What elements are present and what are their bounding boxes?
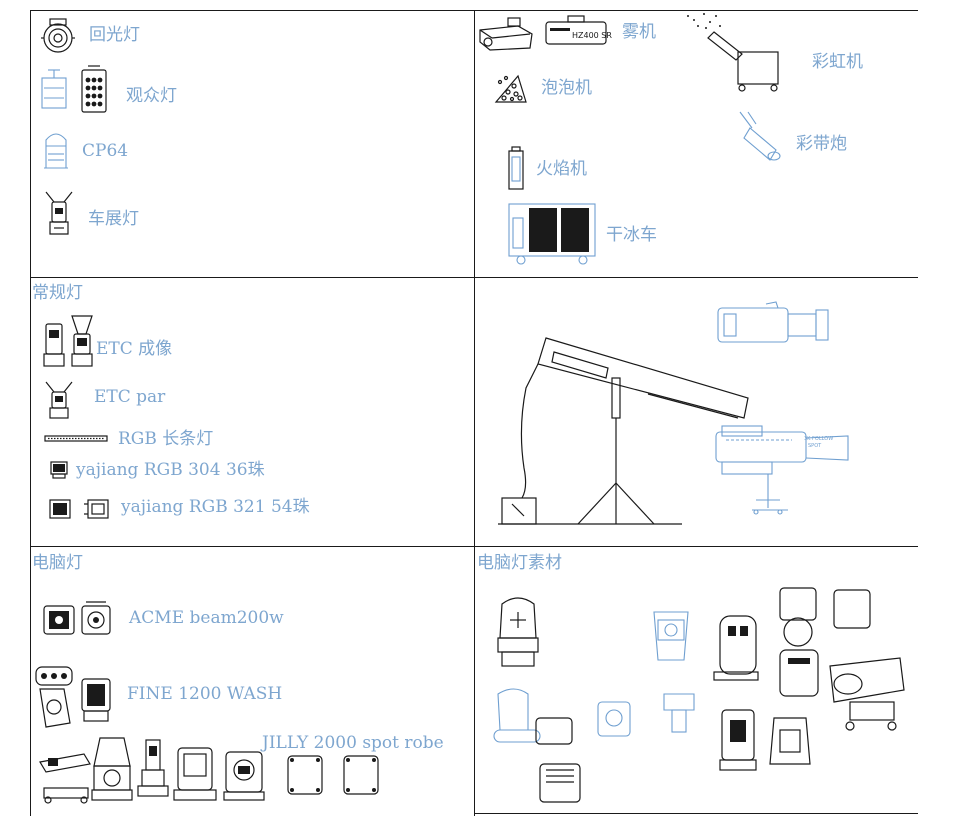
flame-machine-label: 火焰机 (536, 159, 587, 179)
moving-lights-title: 电脑灯 (32, 553, 83, 573)
fog-machine-label: 雾机 (622, 22, 656, 42)
grid-border-left (30, 10, 31, 816)
fog-machine-icon: HZ400 SR (478, 14, 612, 54)
moving-light-assets-drawing (488, 580, 908, 810)
wash-moving-head-label: FINE 1200 WASH (127, 684, 283, 704)
wash-moving-head-icon (32, 663, 116, 731)
led-wash-icon (48, 496, 112, 522)
dry-ice-machine-label: 干冰车 (606, 225, 657, 245)
led-par-icon (50, 460, 68, 480)
follow-spot-blue-drawing: 3K FOLLOW SPOT (712, 424, 852, 516)
par-can-label: CP64 (82, 141, 129, 161)
grid-border-bottom-right (474, 813, 918, 814)
par-can-icon (44, 128, 68, 172)
beam-moving-head-icon (42, 600, 114, 640)
follow-spot-label: 回光灯 (89, 25, 140, 45)
etc-par-icon (44, 380, 74, 420)
confetti-cannon-label: 彩带炮 (796, 134, 847, 154)
spot-caption-line2: SPOT (808, 443, 822, 449)
etc-profile-icon (43, 314, 96, 370)
beam-moving-head-label: ACME beam200w (129, 608, 284, 628)
led-wash-label: yajiang RGB 321 54珠 (121, 497, 310, 517)
grid-divider-vertical (474, 10, 475, 816)
conventional-lights-title: 常规灯 (32, 283, 83, 303)
spot-moving-head-label: JILLY 2000 spot robe (262, 733, 444, 753)
fog-machine-badge: HZ400 SR (572, 31, 612, 40)
etc-par-label: ETC par (94, 387, 166, 407)
audience-blinder-label: 观众灯 (126, 86, 177, 106)
bubble-machine-label: 泡泡机 (541, 78, 592, 98)
etc-profile-label: ETC 成像 (96, 339, 173, 359)
grid-divider-row2 (30, 546, 918, 547)
follow-spot-stand-drawing (498, 328, 758, 528)
grid-divider-row1 (30, 277, 918, 278)
flame-machine-icon (507, 145, 525, 191)
profile-spot-drawing (716, 300, 832, 350)
bubble-machine-icon (494, 72, 528, 104)
spot-moving-head-icon (34, 736, 384, 806)
follow-spot-icon (40, 16, 76, 56)
confetti-cannon-icon (736, 110, 784, 164)
moving-light-assets-title: 电脑灯素材 (477, 553, 562, 573)
led-bar-icon (44, 434, 108, 444)
rainbow-machine-label: 彩虹机 (812, 52, 863, 72)
led-par-label: yajiang RGB 304 36珠 (76, 460, 265, 480)
rainbow-machine-icon (684, 12, 784, 92)
spot-caption-line1: 3K FOLLOW (804, 436, 833, 442)
autoshow-light-label: 车展灯 (88, 209, 139, 229)
dry-ice-machine-icon (507, 202, 597, 266)
led-bar-label: RGB 长条灯 (118, 429, 214, 449)
audience-blinder-icon (41, 64, 108, 114)
autoshow-light-icon (44, 190, 74, 238)
